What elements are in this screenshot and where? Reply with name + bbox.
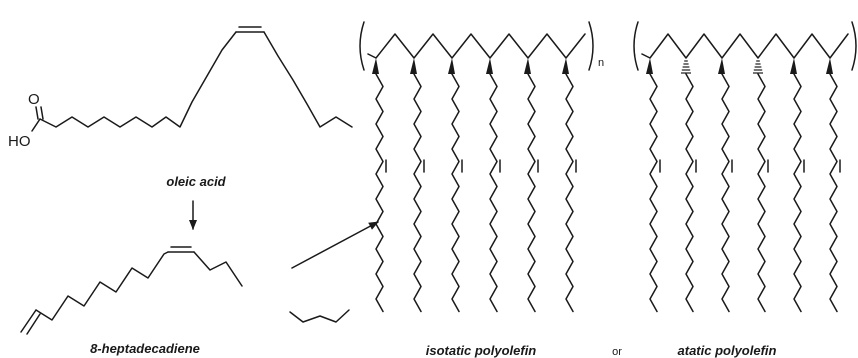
isotactic-polyolefin-structure: n [359,21,604,313]
right-bracket [588,21,594,71]
wedge-bond [372,58,379,74]
wedge-bond [718,58,725,74]
side-chain [757,73,766,313]
carbonyl-bond [35,106,39,120]
or-label: or [612,346,622,358]
left-bracket [633,21,639,71]
isotactic-label: isotatic polyolefin [426,343,537,358]
side-chain [829,73,838,313]
repeat-subscript: n [598,57,604,69]
side-chain [793,73,802,313]
carbonyl-bond-2 [40,106,44,120]
oleic-upper-chain [263,31,353,128]
side-chain [685,73,694,313]
oleic-acid-label: oleic acid [166,174,226,189]
side-chain [721,73,730,313]
heptadecadiene-label: 8-heptadecadiene [90,341,200,356]
wedge-bond [646,58,653,74]
side-chain [489,73,498,313]
wedge-bond [562,58,569,74]
heptadecadiene-chain [35,251,169,321]
atactic-polyolefin-structure [633,21,857,313]
side-chain [375,73,384,313]
side-chain [451,73,460,313]
wedge-bond [448,58,455,74]
wedge-bond [486,58,493,74]
chain-fragment [289,309,350,323]
hydroxyl-bond [31,118,41,132]
heptadecadiene-tail [193,251,243,287]
wedge-bond [826,58,833,74]
atactic-label: atatic polyolefin [678,343,777,358]
oleic-lower-chain [39,31,237,128]
polymer-backbone [641,33,849,59]
hydroxyl-group: HO [8,133,31,150]
wedge-bond [524,58,531,74]
side-chain [565,73,574,313]
side-chain [649,73,658,313]
diagonal-arrow [291,221,379,269]
terminal-vinyl-bond-2 [26,313,41,335]
wedge-bond [790,58,797,74]
heptadecadiene-structure [20,246,243,335]
side-chain [413,73,422,313]
oleic-acid-structure: O HO [8,26,353,150]
side-chain [527,73,536,313]
carbonyl-oxygen: O [28,91,40,108]
polymer-backbone [367,33,586,59]
wedge-bond [410,58,417,74]
left-bracket [359,21,365,71]
right-bracket [851,21,857,71]
terminal-vinyl-bond [20,309,37,333]
